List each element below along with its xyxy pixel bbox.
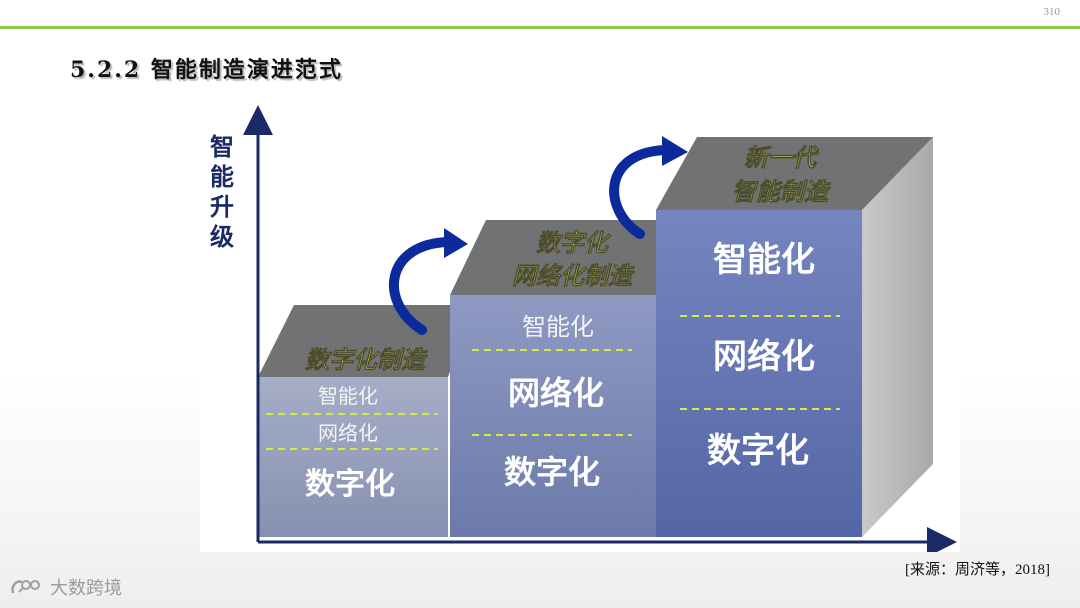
stage3-layer-label: 数字化 xyxy=(707,431,809,471)
block3-side-face xyxy=(862,137,933,537)
transition-arrow-1 xyxy=(388,228,468,335)
stage2-title-line1: 数字化 xyxy=(536,229,612,257)
transition-arrow-2 xyxy=(609,136,688,239)
evolution-diagram: 智 能 升 级 数字化制造 数字化 网络化制造 新一代 智能制造 智能化 网络化… xyxy=(210,105,957,552)
block3-front-face xyxy=(656,210,862,537)
arrow-head-icon xyxy=(662,136,688,166)
block1-front-face xyxy=(258,377,448,537)
block2-front-face xyxy=(450,295,656,537)
stage1-layer-label: 数字化 xyxy=(305,467,395,502)
stage3-layer-label: 网络化 xyxy=(713,337,815,377)
stage1-layer-label: 网络化 xyxy=(318,421,378,445)
slide-title: 5.2.2 智能制造演进范式 xyxy=(70,57,343,83)
block1-top-face xyxy=(258,305,475,377)
y-axis-label-char: 智 xyxy=(210,133,234,161)
page-number: 310 xyxy=(1043,6,1061,18)
source-citation: [来源：周济等，2018] xyxy=(905,562,1050,578)
stage3-title-line1: 新一代 xyxy=(744,144,819,172)
bigdata-logo-icon xyxy=(11,580,40,594)
stage2-layer-label: 网络化 xyxy=(508,374,604,412)
arrow-head-icon xyxy=(444,228,468,258)
stage3-title-line2: 智能制造 xyxy=(732,178,831,206)
block3-top-face xyxy=(656,137,933,210)
layer-dividers xyxy=(266,315,840,450)
y-axis-label-char: 能 xyxy=(210,163,234,191)
stage2-title-line2: 网络化制造 xyxy=(512,262,635,290)
stage-titles: 数字化制造 数字化 网络化制造 新一代 智能制造 xyxy=(305,144,832,375)
top-rule xyxy=(0,26,1080,29)
stage2-layer-label: 数字化 xyxy=(504,453,600,491)
watermark-text: 大数跨境 xyxy=(50,578,122,599)
y-axis-label-char: 升 xyxy=(210,193,234,221)
stage3-layer-label: 智能化 xyxy=(713,240,815,280)
stage1-title: 数字化制造 xyxy=(305,346,428,374)
curved-arrow-icon xyxy=(388,237,453,335)
layer-labels: 智能化 网络化 数字化 智能化 网络化 数字化 智能化 网络化 数字化 xyxy=(305,240,815,502)
stage1-layer-label: 智能化 xyxy=(318,384,378,408)
block2-top-face xyxy=(450,220,690,295)
stage2-layer-label: 智能化 xyxy=(522,313,594,341)
evolution-figure: 智 能 升 级 数字化制造 数字化 网络化制造 新一代 智能制造 智能化 网络化… xyxy=(200,92,960,552)
y-axis-label: 智 能 升 级 xyxy=(210,133,234,251)
curved-arrow-icon xyxy=(609,145,671,239)
y-axis-label-char: 级 xyxy=(210,223,234,251)
watermark: 大数跨境 xyxy=(10,574,122,600)
